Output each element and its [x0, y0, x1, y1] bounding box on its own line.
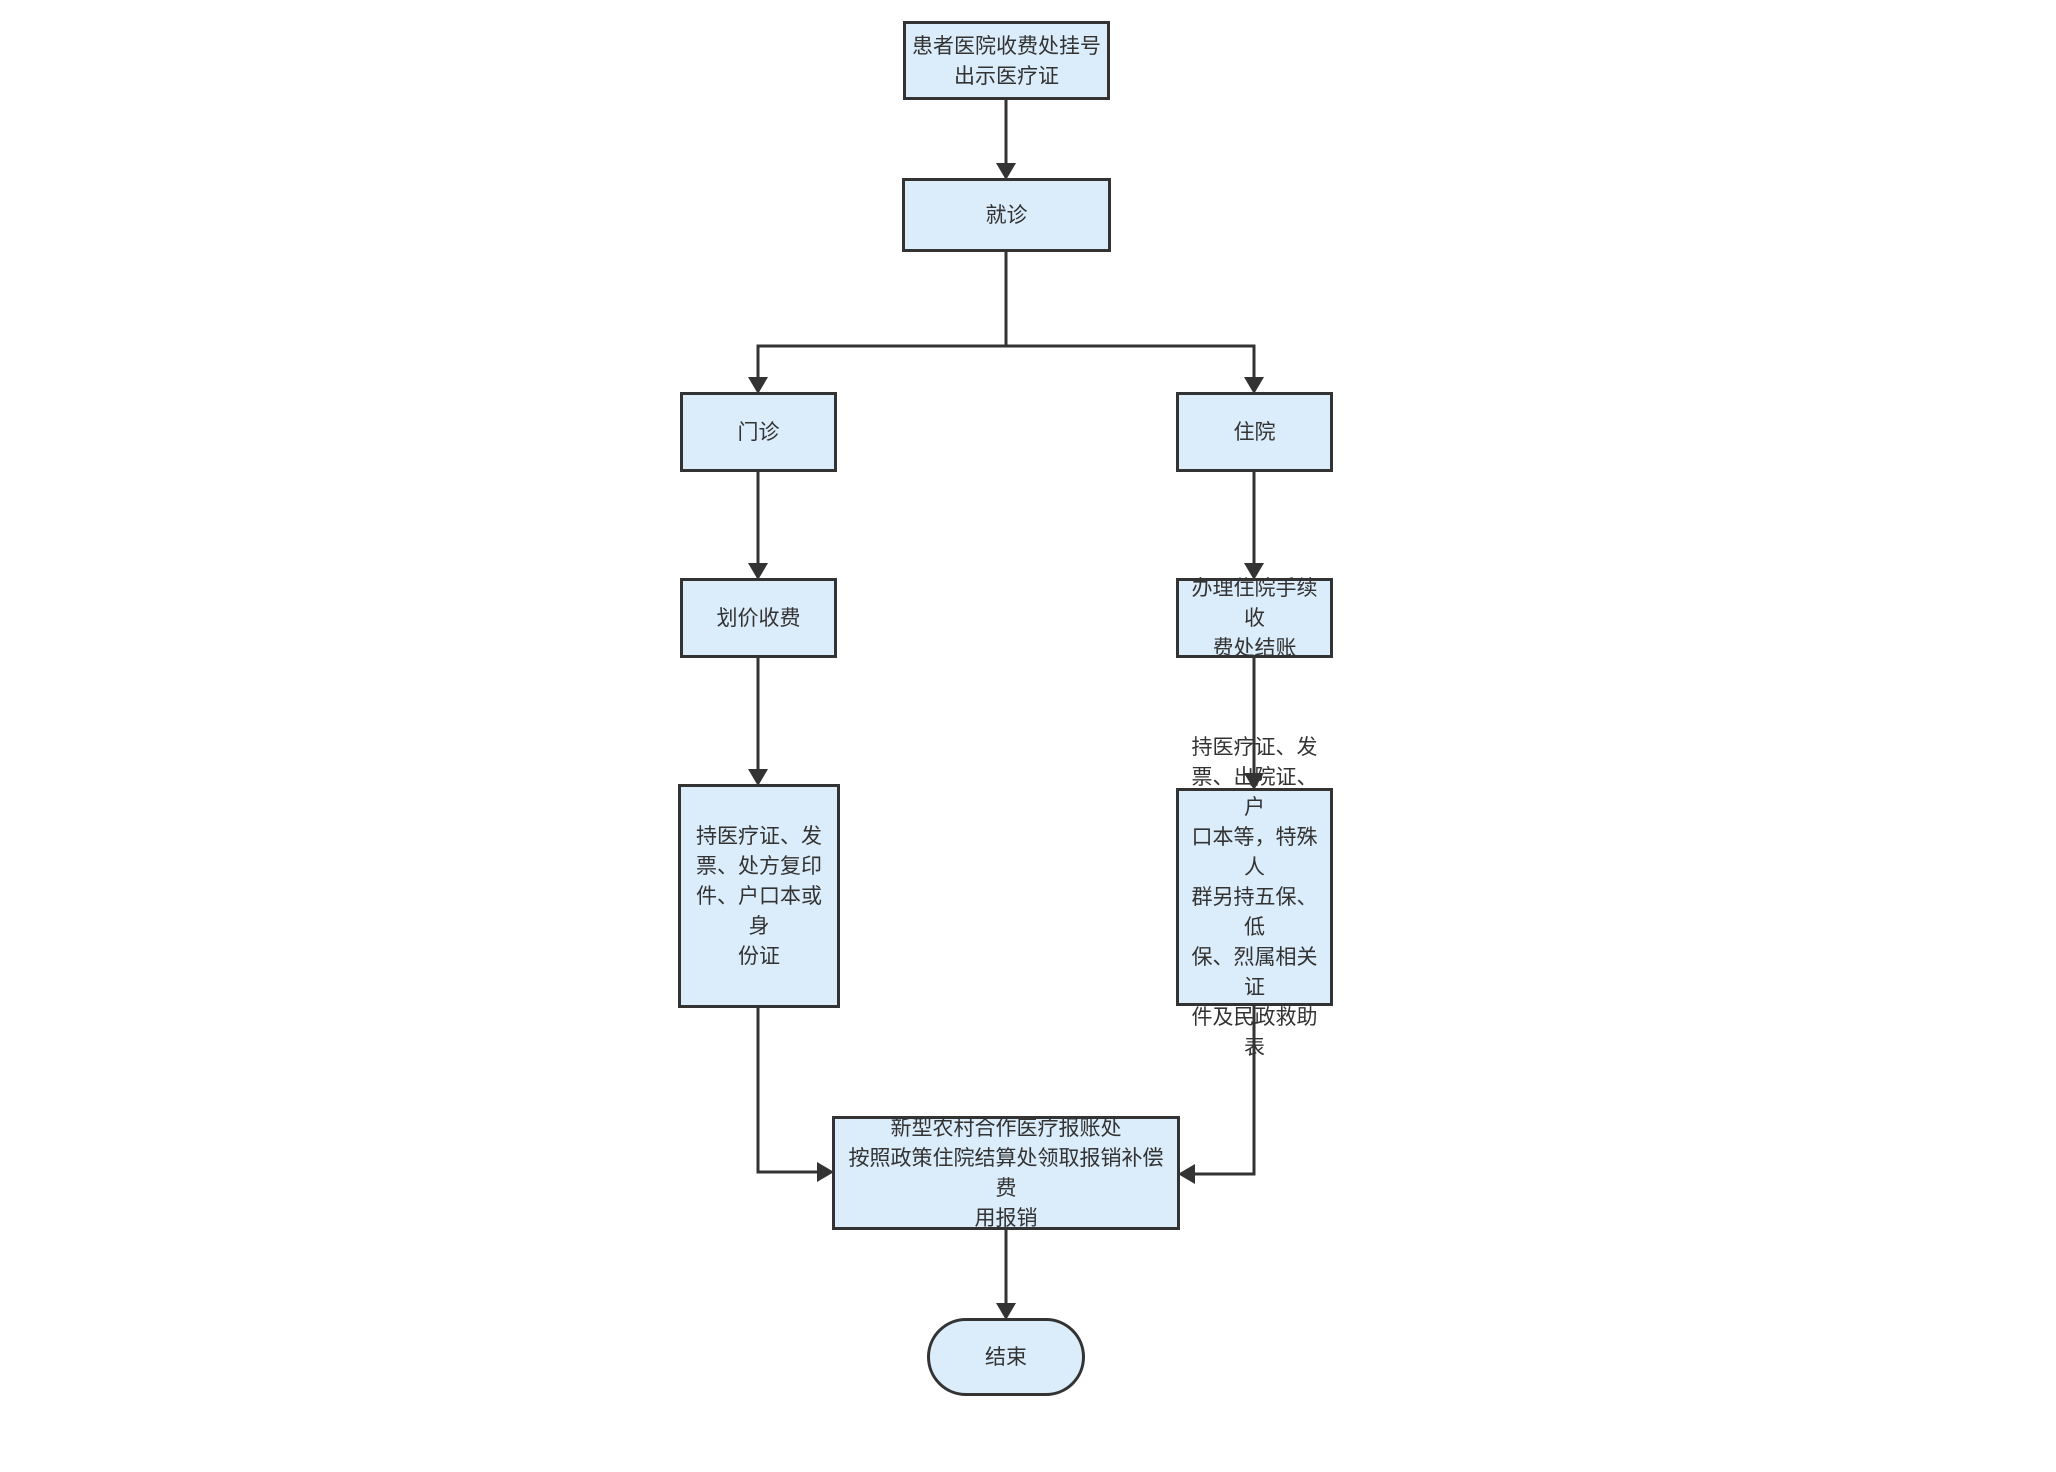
- node-end: 结束: [927, 1318, 1085, 1396]
- node-visit: 就诊: [902, 178, 1111, 252]
- edge-inpatient-docs-to-reimburse: [1192, 1006, 1256, 1176]
- arrowhead-inpatient-docs: [1244, 773, 1264, 790]
- edge-visit-to-inpatient: [1006, 344, 1256, 380]
- arrowhead-reimburse-right: [1178, 1164, 1195, 1184]
- arrowhead-outpatient-docs: [748, 769, 768, 786]
- arrowhead-admission: [1244, 563, 1264, 580]
- node-inpatient-docs: 持医疗证、发 票、出院证、户 口本等，特殊人 群另持五保、低 保、烈属相关证 件…: [1176, 735, 1333, 1059]
- node-register: 患者医院收费处挂号 出示医疗证: [903, 21, 1110, 100]
- arrowhead-visit: [996, 163, 1016, 180]
- edge-visit-to-outpatient: [756, 344, 1006, 380]
- node-inpatient: 住院: [1176, 392, 1333, 472]
- arrowhead-outpatient: [748, 377, 768, 394]
- node-pricing: 划价收费: [680, 578, 837, 658]
- arrowhead-pricing: [748, 563, 768, 580]
- edge-outpatient-docs-to-reimburse: [756, 1008, 820, 1174]
- arrowhead-end: [996, 1303, 1016, 1320]
- arrowhead-reimburse-left: [817, 1162, 834, 1182]
- node-admission: 办理住院手续收 费处结账: [1176, 576, 1333, 660]
- node-outpatient: 门诊: [680, 392, 837, 472]
- node-reimburse: 新型农村合作医疗报账处 按照政策住院结算处领取报销补偿费 用报销: [832, 1116, 1180, 1230]
- node-outpatient-docs: 持医疗证、发 票、处方复印 件、户口本或身 份证: [678, 784, 840, 1008]
- arrowhead-inpatient: [1244, 377, 1264, 394]
